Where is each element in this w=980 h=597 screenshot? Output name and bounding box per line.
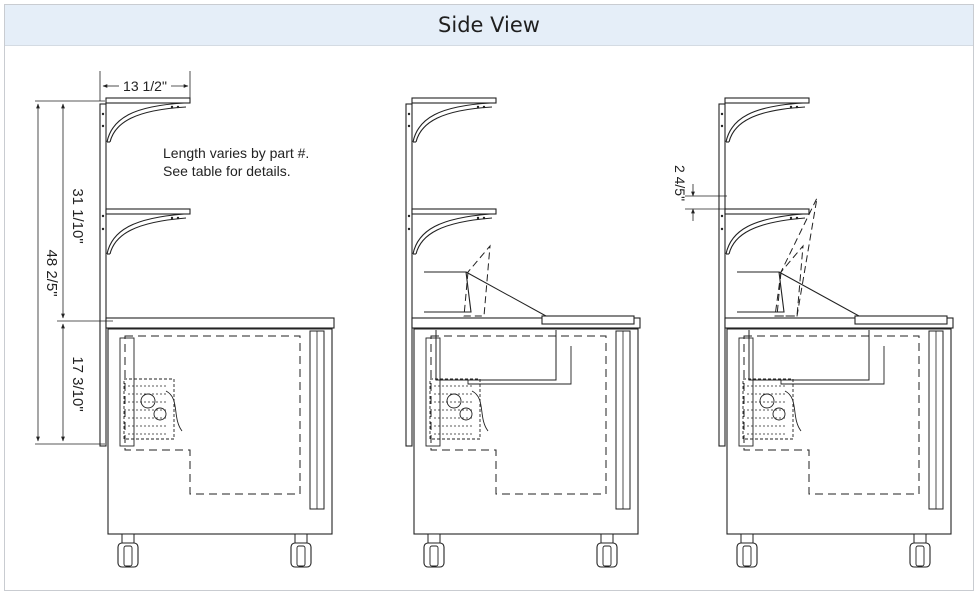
unit-right: 2 4/5": [672, 97, 954, 568]
note-line-1: Length varies by part #.: [163, 145, 309, 161]
unit-middle: [405, 97, 641, 568]
note-line-2: See table for details.: [163, 163, 291, 179]
dimension-lower-height: 17 3/10": [69, 356, 86, 411]
page-title: Side View: [438, 13, 540, 37]
side-view-drawing: 13 1/2" 31 1/10" 48 2/5" 17 3/10" Length…: [35, 71, 954, 568]
side-view-panel: Side View: [4, 4, 974, 591]
dimension-shelf-spacing: 2 4/5": [672, 165, 688, 201]
dimension-shelf-depth: 13 1/2": [123, 78, 167, 94]
unit-left: 13 1/2" 31 1/10" 48 2/5" 17 3/10" Length…: [35, 71, 335, 568]
dimension-upper-height: 31 1/10": [69, 188, 86, 243]
panel-header: Side View: [5, 5, 973, 46]
dimension-total-height: 48 2/5": [43, 249, 60, 296]
